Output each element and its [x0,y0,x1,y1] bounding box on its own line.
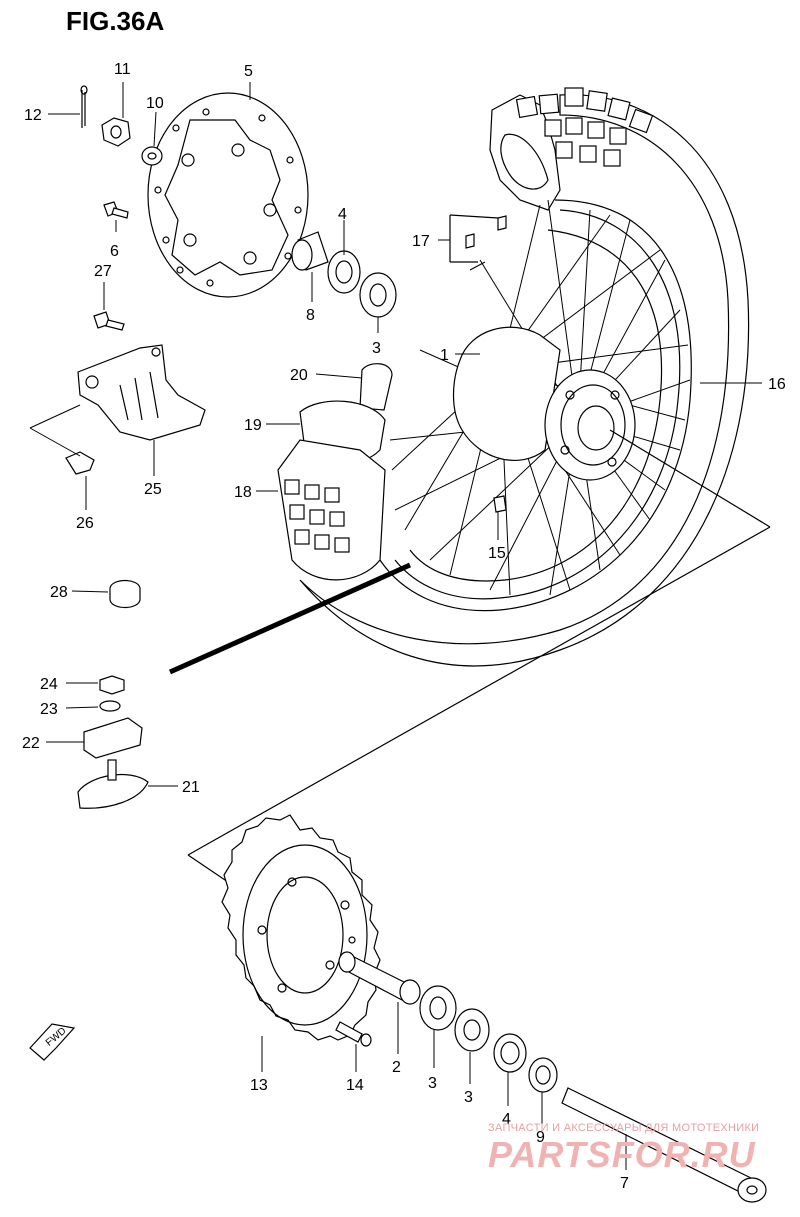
watermark-logo: PARTSFOR.RU [488,1134,756,1175]
bolt-26 [65,451,95,475]
callout-1: 1 [440,347,449,364]
disc-guard-25 [77,344,206,441]
watermark-tagline: ЗАПЧАСТИ И АКСЕССУАРЫ ДЛЯ МОТОТЕХНИКИ [488,1122,760,1134]
callout-7: 7 [620,1175,629,1192]
callout-28: 28 [50,584,68,601]
callout-19: 19 [244,417,262,434]
rear-wheel-assembly [299,87,750,667]
callout-24: 24 [40,676,58,693]
leader-lines [29,82,762,1170]
callout-10: 10 [146,95,164,112]
callout-16: 16 [768,376,786,393]
bolt-27 [93,311,125,331]
callout-labels: 1 2 3 3 3 4 4 5 6 7 8 9 10 11 12 13 14 1… [22,61,786,1192]
bolt-6 [103,201,129,219]
callout-14: 14 [346,1077,364,1094]
axis-line-rear [609,429,771,528]
cap-28 [109,579,141,609]
callout-26: 26 [76,515,94,532]
washer-23 [99,700,121,712]
callout-15: 15 [488,545,506,562]
tube-valve-21 [77,759,149,809]
callout-5: 5 [244,63,253,80]
callout-11: 11 [114,61,131,78]
bearing-3-hub [359,272,397,318]
callout-2: 2 [392,1059,401,1076]
forward-arrow-icon: FWD [29,1023,76,1061]
wheel-hub [452,326,636,481]
callout-22: 22 [22,735,40,752]
sprocket-bolt-14 [335,1021,372,1047]
callout-3-axle-a: 3 [428,1075,437,1092]
callout-6: 6 [110,243,119,260]
rear-sprocket [221,814,381,1041]
inner-tube-20 [359,363,393,411]
callout-23: 23 [40,701,58,718]
rim-lock-22 [83,717,143,759]
brake-disc [147,92,309,298]
callout-4-axle: 4 [502,1111,511,1128]
callout-8: 8 [306,307,315,324]
callout-25: 25 [144,481,162,498]
figure-title: FIG.36A [66,6,165,36]
callout-12: 12 [24,107,42,124]
spacer-8 [291,231,329,271]
callout-20: 20 [290,367,308,384]
axle-7 [561,1087,767,1203]
tire-outline [299,94,750,667]
nut-24 [99,675,125,695]
callout-3-hub: 3 [372,340,381,357]
axis-line-front [168,562,412,675]
callout-21: 21 [182,779,200,796]
bearing-3-axle-a [419,985,457,1031]
callout-3-axle-b: 3 [464,1089,473,1106]
oil-seal-4-axle [493,1033,527,1073]
spacer-2 [338,951,421,1005]
castle-nut-11 [101,117,131,147]
washer-10 [141,146,163,166]
cotter-pin-12 [80,85,88,128]
callout-27: 27 [94,263,112,280]
callout-4-hub: 4 [338,206,347,223]
bearing-3-axle-b [454,1008,490,1052]
callout-18: 18 [234,484,252,501]
spoke-nipple-17 [449,214,507,263]
tire-tread-top [489,87,654,211]
spoke-set-15 [493,495,507,513]
callout-17: 17 [412,233,430,250]
spacer-9 [528,1057,558,1093]
tire-18 [277,439,386,581]
oil-seal-4-hub [327,250,361,294]
callout-9: 9 [536,1129,545,1146]
callout-13: 13 [250,1077,268,1094]
